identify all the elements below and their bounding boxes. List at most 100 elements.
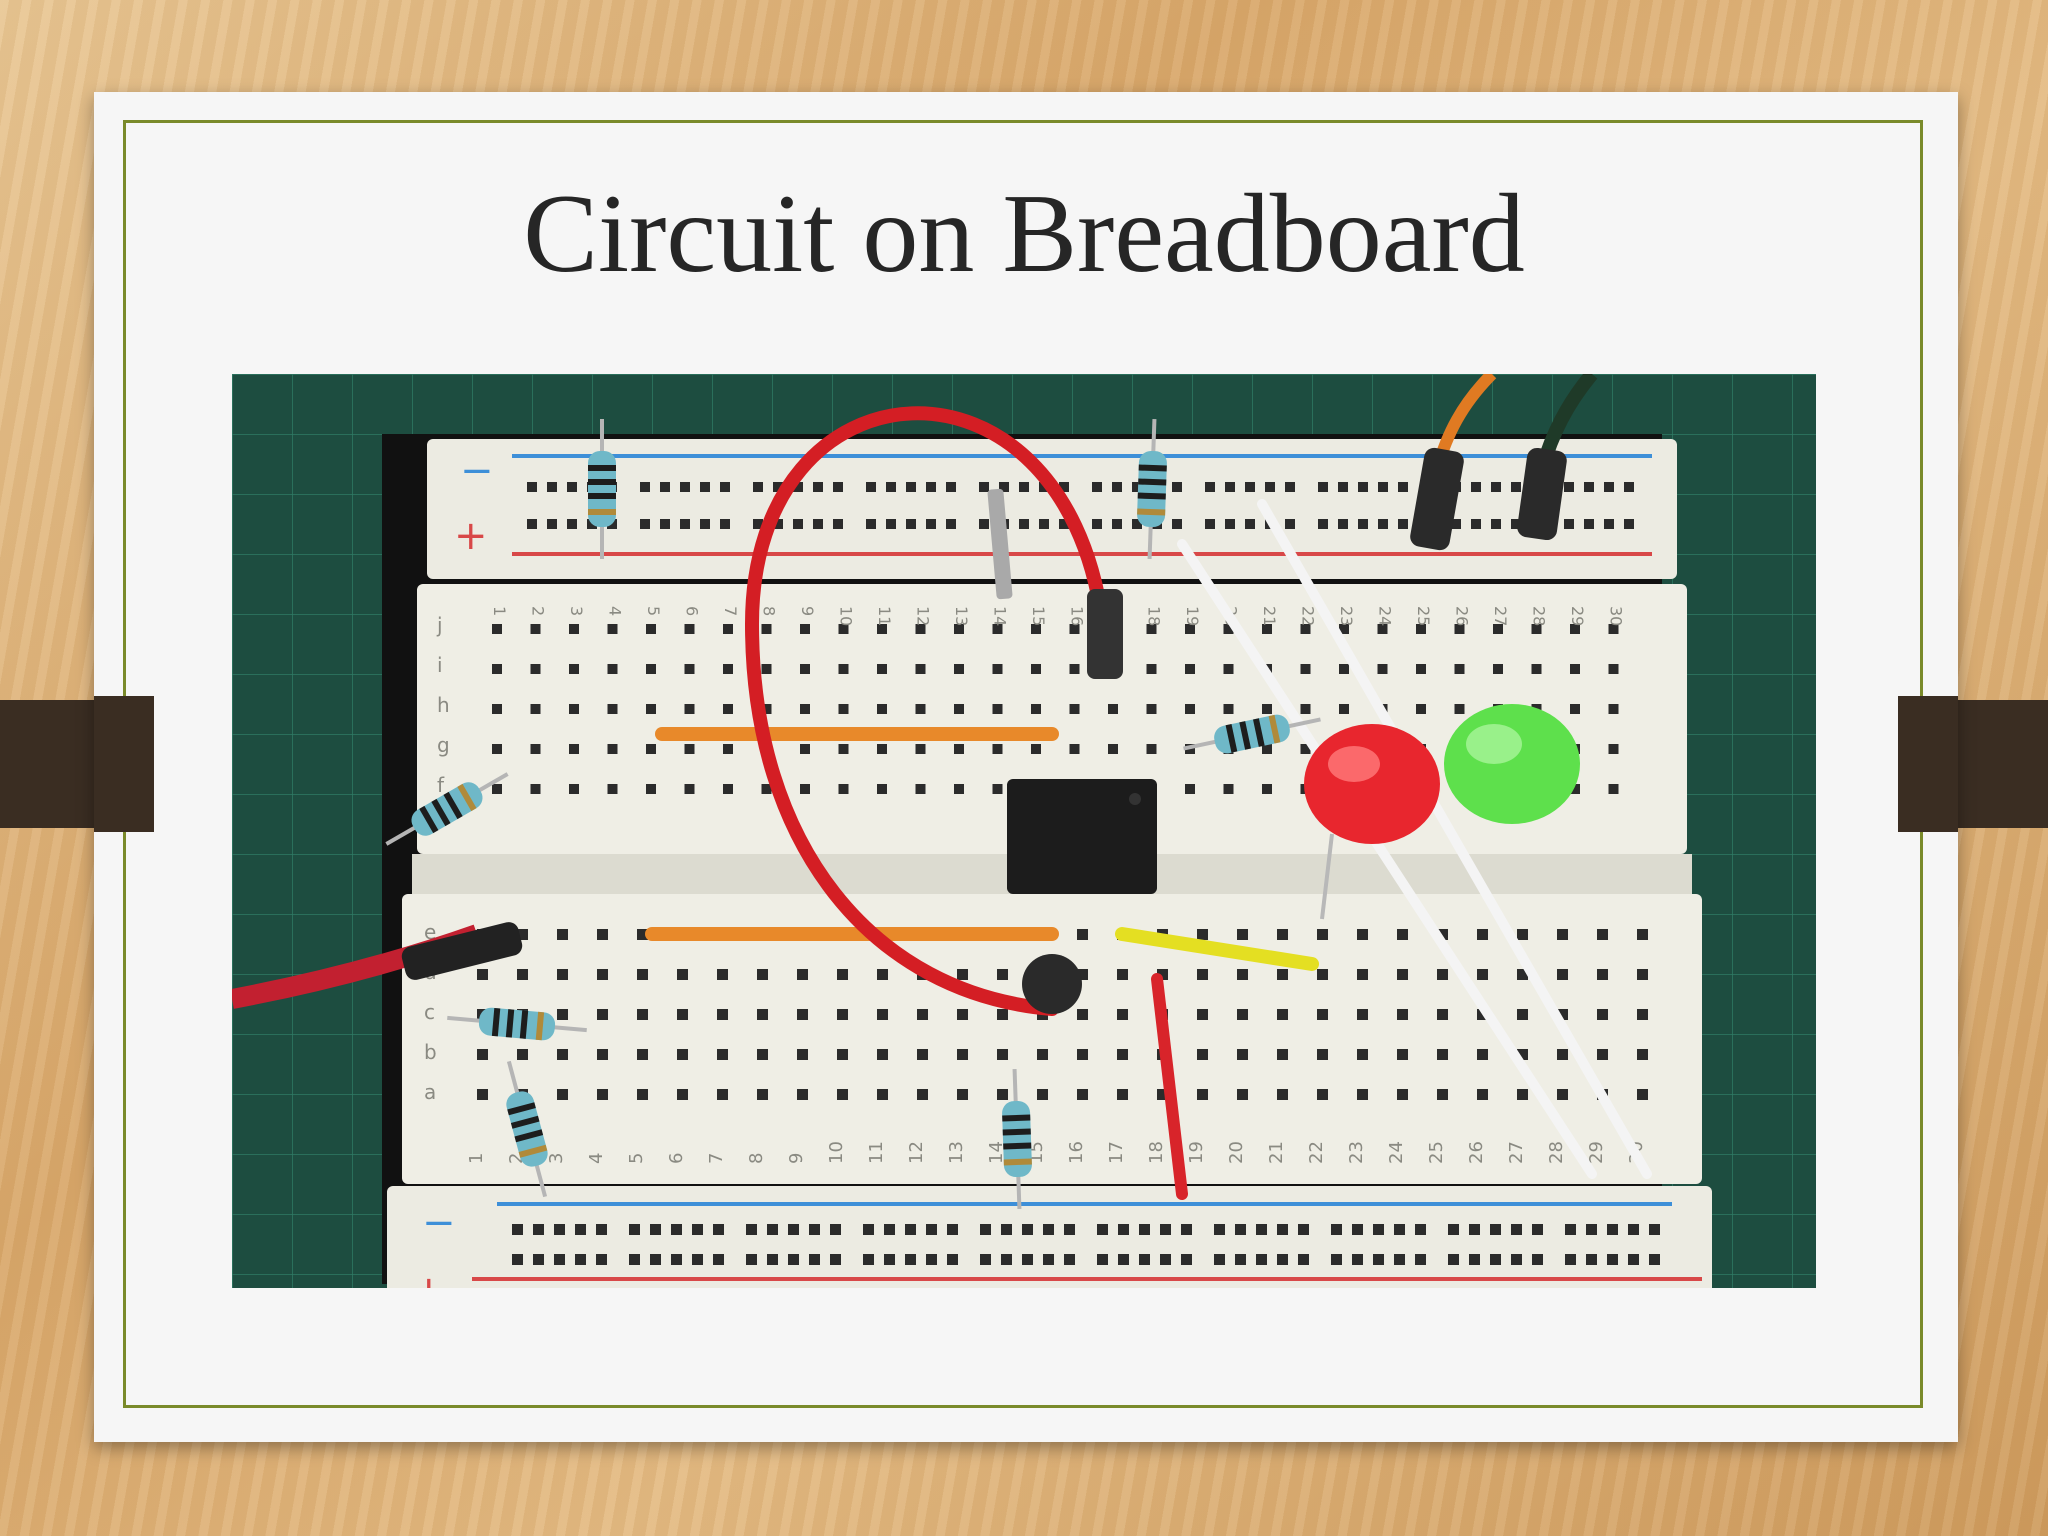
breadboard-hole <box>1415 1254 1426 1265</box>
breadboard-hole <box>1416 704 1426 714</box>
column-number-top: 16 <box>1068 606 1087 626</box>
breadboard-hole <box>838 624 849 634</box>
column-numbers: 1122334455667788991010111112121313141415… <box>466 606 1647 1164</box>
breadboard-hole <box>1511 1224 1522 1235</box>
breadboard-hole <box>646 624 656 634</box>
breadboard-hole <box>753 482 763 492</box>
breadboard-hole <box>1339 624 1349 634</box>
breadboard-hole <box>492 784 502 794</box>
breadboard-hole <box>992 704 1003 714</box>
breadboard-hole <box>757 969 768 980</box>
row-letter: a <box>424 1080 436 1104</box>
breadboard-hole <box>1597 1009 1608 1020</box>
breadboard-hole <box>1031 704 1041 714</box>
breadboard-hole <box>761 784 772 794</box>
breadboard-hole <box>757 1009 768 1020</box>
breadboard-hole <box>1604 482 1614 492</box>
breadboard-hole <box>830 1254 841 1265</box>
column-number-bottom: 12 <box>906 1141 927 1164</box>
breadboard-hole <box>926 519 936 529</box>
breadboard-hole <box>723 784 733 794</box>
breadboard-hole <box>646 664 656 674</box>
breadboard-hole <box>1069 704 1080 714</box>
breadboard-hole <box>1454 624 1465 634</box>
breadboard-hole <box>884 1254 895 1265</box>
breadboard-hole <box>512 1254 523 1265</box>
breadboard-hole <box>671 1224 682 1235</box>
black-connector-top-1 <box>1410 447 1464 551</box>
breadboard-hole <box>1397 929 1408 940</box>
column-number-bottom: 20 <box>1226 1141 1247 1164</box>
breadboard-hole <box>1564 519 1574 529</box>
breadboard-hole <box>1237 969 1248 980</box>
breadboard-hole <box>1172 482 1182 492</box>
breadboard-hole <box>1097 1224 1108 1235</box>
breadboard-hole <box>596 1224 607 1235</box>
breadboard-hole <box>1069 624 1080 634</box>
breadboard-hole <box>1628 1254 1639 1265</box>
breadboard-hole <box>1237 1049 1248 1060</box>
breadboard-hole <box>700 519 710 529</box>
breadboard-hole <box>1531 624 1542 634</box>
breadboard-hole <box>629 1254 640 1265</box>
breadboard-hole <box>1397 1089 1408 1100</box>
column-number-top: 30 <box>1607 606 1626 626</box>
column-number-bottom: 27 <box>1506 1141 1527 1164</box>
breadboard-hole <box>1277 1254 1288 1265</box>
breadboard-hole <box>1285 519 1295 529</box>
column-number-top: 9 <box>798 606 817 616</box>
breadboard-hole <box>926 482 936 492</box>
left-slide-tab-extension <box>0 700 94 828</box>
breadboard-hole <box>1511 482 1521 492</box>
breadboard-hole <box>684 784 695 794</box>
breadboard-hole <box>1223 664 1234 674</box>
column-number-bottom: 11 <box>866 1141 887 1164</box>
row-letter: f <box>437 773 445 797</box>
column-number-top: 22 <box>1299 606 1318 626</box>
column-number-top: 24 <box>1376 606 1395 626</box>
column-number-top: 11 <box>875 606 894 626</box>
breadboard-hole <box>512 1224 523 1235</box>
breadboard-hole <box>671 1254 682 1265</box>
breadboard-hole <box>720 482 730 492</box>
breadboard-hole <box>906 519 916 529</box>
breadboard-hole <box>660 519 670 529</box>
top-power-rail <box>427 439 1677 579</box>
breadboard-hole <box>1517 1009 1528 1020</box>
capacitor <box>1022 954 1082 1014</box>
column-number-top: 10 <box>837 606 856 626</box>
breadboard-hole <box>723 624 733 634</box>
breadboard-hole <box>477 969 488 980</box>
breadboard-hole <box>1339 664 1349 674</box>
breadboard-hole <box>1172 519 1182 529</box>
breadboard-hole <box>1225 482 1235 492</box>
breadboard-hole <box>569 704 579 714</box>
breadboard-hole <box>746 1254 757 1265</box>
breadboard-hole <box>863 1254 874 1265</box>
breadboard-hole <box>567 519 577 529</box>
column-number-bottom: 13 <box>946 1141 967 1164</box>
breadboard-hole <box>884 1224 895 1235</box>
breadboard-hole <box>1160 1224 1171 1235</box>
breadboard-hole <box>1245 519 1255 529</box>
breadboard-hole <box>1339 704 1349 714</box>
breadboard-hole <box>557 969 568 980</box>
resistor <box>588 419 616 559</box>
breadboard-hole <box>660 482 670 492</box>
red-wire-connector <box>1087 589 1123 679</box>
breadboard-hole <box>1185 784 1195 794</box>
breadboard-hole <box>1262 744 1272 754</box>
breadboard-hole <box>1037 1089 1048 1100</box>
breadboard-hole <box>797 1009 808 1020</box>
breadboard-hole <box>1077 1089 1088 1100</box>
breadboard-hole <box>992 664 1003 674</box>
column-number-top: 13 <box>952 606 971 626</box>
breadboard-hole <box>1318 482 1328 492</box>
breadboard-holes <box>477 482 1660 1265</box>
breadboard-hole <box>640 482 650 492</box>
breadboard-hole <box>1637 1049 1648 1060</box>
breadboard-hole <box>905 1254 916 1265</box>
breadboard-hole <box>1064 1224 1075 1235</box>
black-connector-left <box>401 922 523 980</box>
breadboard-hole <box>1565 1224 1576 1235</box>
